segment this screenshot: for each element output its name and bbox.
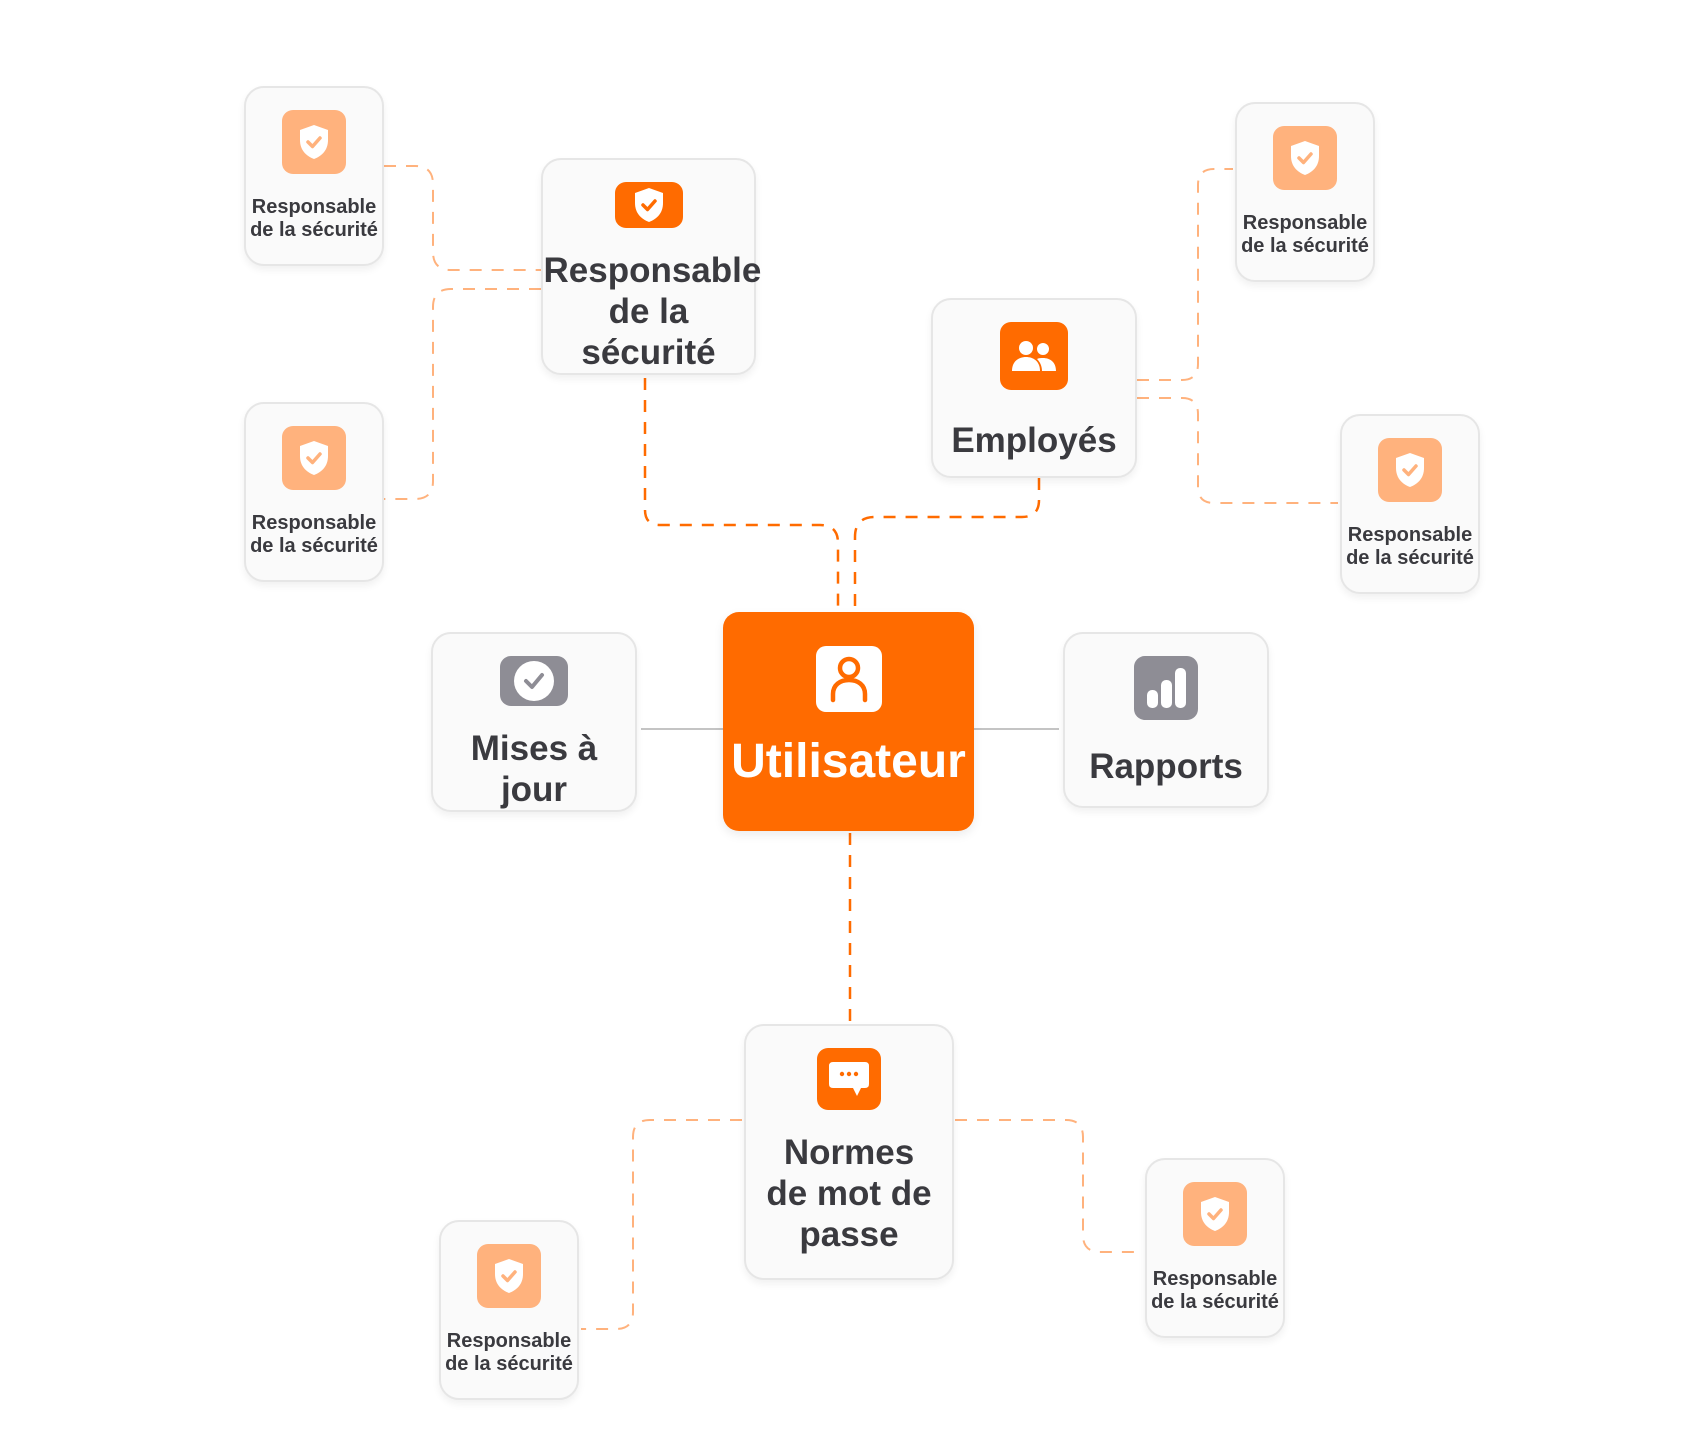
node-reports[interactable]: Rapports: [1063, 632, 1269, 808]
users-icon: [1000, 322, 1068, 390]
leaf-node-employees-1[interactable]: Responsable de la sécurité: [1235, 102, 1375, 282]
node-center-user[interactable]: Utilisateur: [723, 612, 974, 831]
leaf-node-security-2[interactable]: Responsable de la sécurité: [244, 402, 384, 582]
leaf-label-line2: de la sécurité: [1241, 235, 1369, 257]
chat-bubble-icon: [817, 1048, 881, 1110]
link-center-employees: [853, 478, 1041, 606]
link-employees-leaf-1: [1137, 168, 1233, 381]
node-label: Responsable de la sécurité: [543, 251, 762, 372]
user-icon: [815, 646, 882, 712]
link-password-leaf-2: [955, 1119, 1143, 1253]
node-label: Rapports: [1089, 747, 1243, 786]
leaf-node-employees-2[interactable]: Responsable de la sécurité: [1340, 414, 1480, 594]
leaf-node-security-1[interactable]: Responsable de la sécurité: [244, 86, 384, 266]
center-label: Utilisateur: [731, 735, 966, 788]
shield-check-icon: [282, 110, 346, 174]
leaf-label-line1: Responsable: [1347, 524, 1473, 546]
shield-check-icon: [1183, 1182, 1247, 1246]
node-security-main[interactable]: Responsable de la sécurité: [541, 158, 762, 375]
link-password-leaf-1: [581, 1119, 742, 1330]
shield-check-icon: [282, 426, 346, 490]
link-security-leaf-1: [384, 165, 541, 271]
leaf-label-line2: de la sécurité: [250, 535, 378, 557]
leaf-label-line2: de la sécurité: [1151, 1291, 1279, 1313]
link-employees-leaf-2: [1137, 397, 1338, 504]
node-employees[interactable]: Employés: [931, 298, 1137, 478]
shield-check-icon: [614, 182, 683, 228]
check-circle-icon: [500, 656, 568, 706]
link-center-security: [643, 378, 840, 606]
leaf-label-line2: de la sécurité: [1346, 547, 1474, 569]
node-updates[interactable]: Mises à jour: [431, 632, 637, 812]
leaf-node-password-2[interactable]: Responsable de la sécurité: [1145, 1158, 1285, 1338]
leaf-label-line1: Responsable: [251, 196, 377, 218]
leaf-label-line2: de la sécurité: [250, 219, 378, 241]
leaf-label-line1: Responsable: [1242, 212, 1368, 234]
leaf-label-line2: de la sécurité: [445, 1353, 573, 1375]
bar-chart-icon: [1134, 656, 1198, 720]
node-label: Employés: [951, 421, 1117, 460]
shield-check-icon: [1273, 126, 1337, 190]
shield-check-icon: [1378, 438, 1442, 502]
link-security-leaf-2: [384, 288, 541, 500]
leaf-label-line1: Responsable: [446, 1330, 572, 1352]
shield-check-icon: [477, 1244, 541, 1308]
node-label: Normes de mot de passe: [766, 1133, 932, 1254]
leaf-label-line1: Responsable: [251, 512, 377, 534]
leaf-label-line1: Responsable: [1152, 1268, 1278, 1290]
node-password[interactable]: Normes de mot de passe: [744, 1024, 954, 1280]
node-label: Mises à jour: [470, 729, 598, 809]
leaf-node-password-1[interactable]: Responsable de la sécurité: [439, 1220, 579, 1400]
